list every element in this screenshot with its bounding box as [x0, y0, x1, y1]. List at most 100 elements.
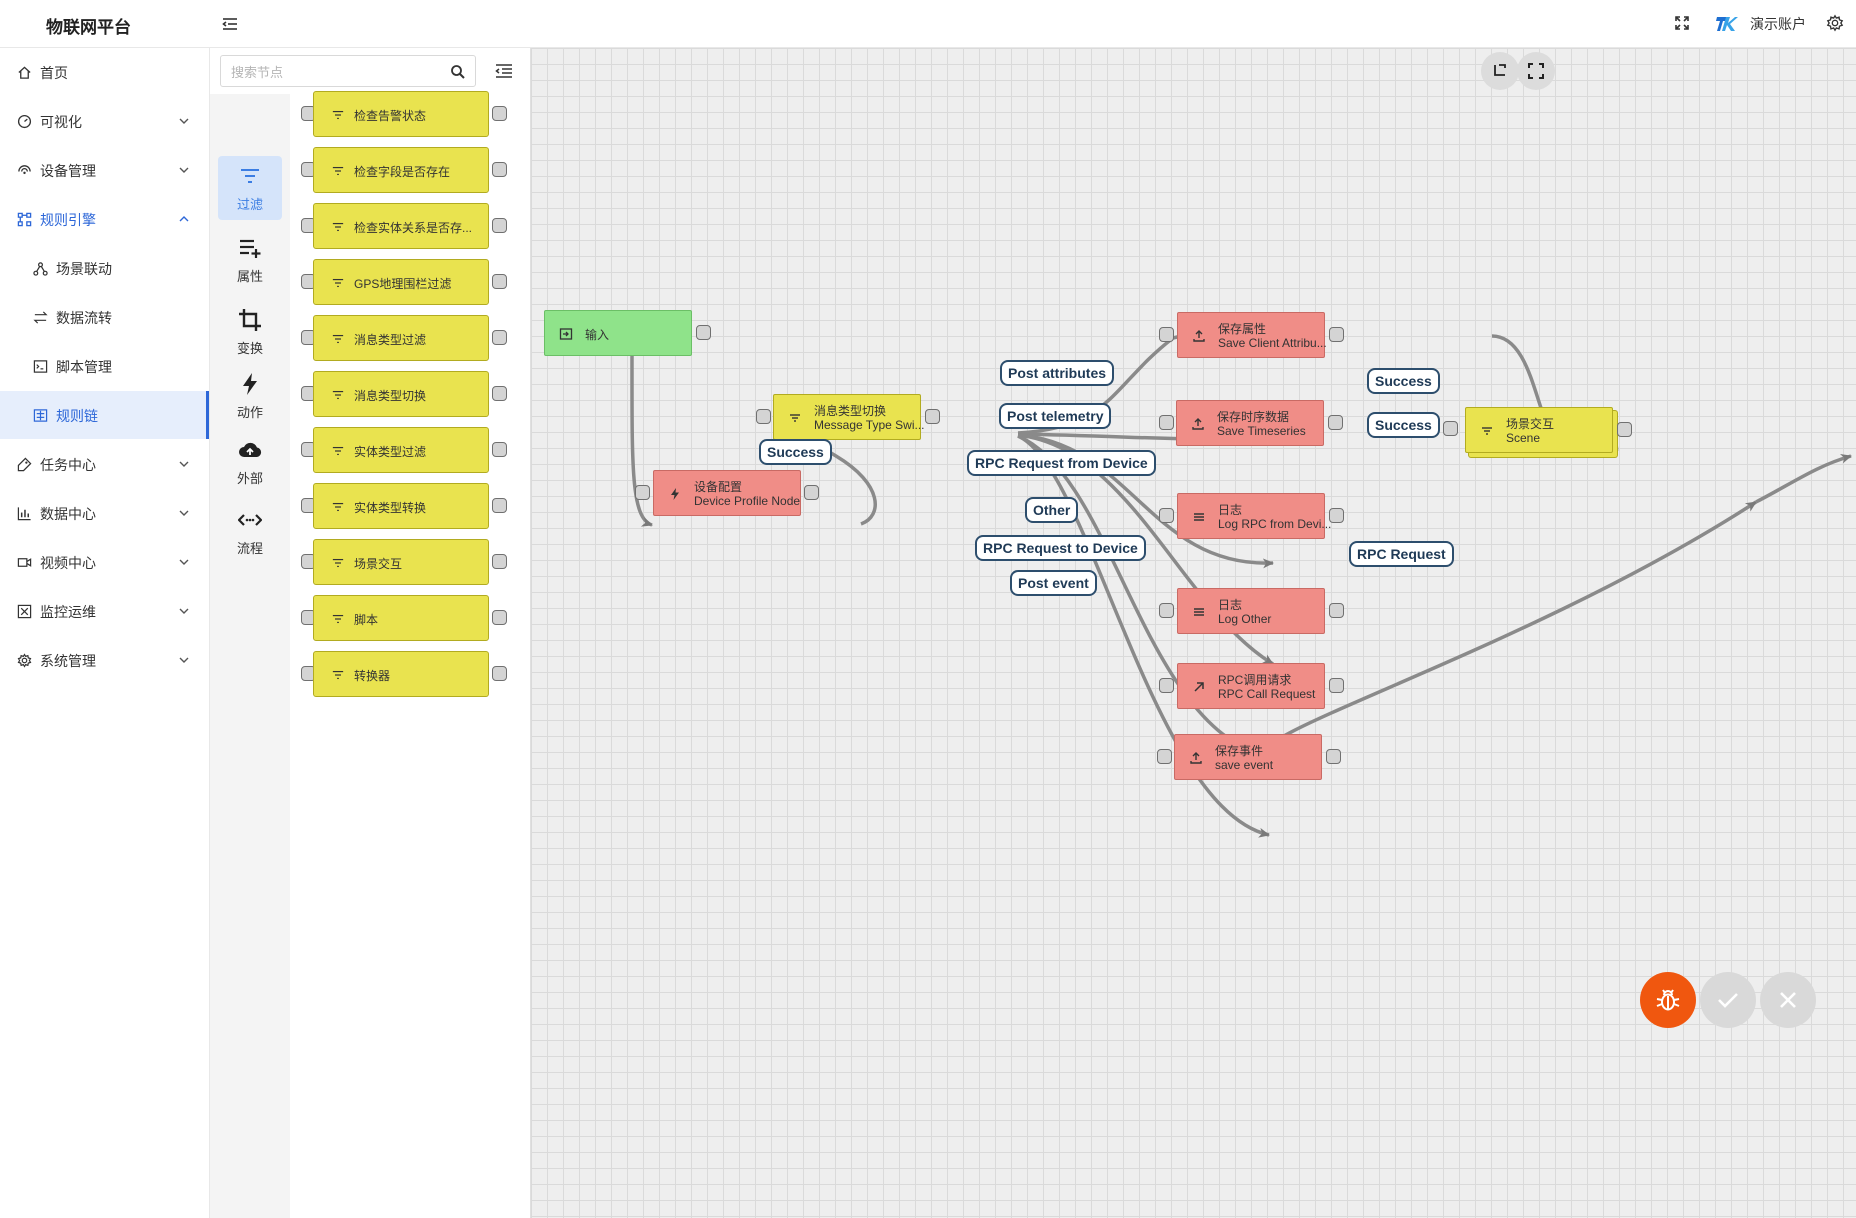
node-save-attributes[interactable]: 保存属性 Save Client Attribu...	[1177, 312, 1327, 358]
node-rpc-call-request[interactable]: RPC调用请求 RPC Call Request	[1177, 663, 1325, 709]
palette-node[interactable]: 场景交互	[313, 539, 489, 585]
chevron-down-icon	[179, 510, 189, 516]
palette-node-output-port	[492, 498, 507, 513]
filter-icon	[790, 414, 800, 422]
collapse-palette-icon[interactable]	[493, 60, 515, 82]
sidebar-item-visualization[interactable]: 可视化	[0, 97, 209, 145]
palette-node[interactable]: 消息类型切换	[313, 371, 489, 417]
node-scene[interactable]: 场景交互 Scene	[1465, 407, 1613, 453]
edge-label-success[interactable]: Success	[759, 439, 832, 465]
rule-chain-canvas[interactable]: 输入 设备配置 Device Profile Node 消息类型切换 Messa…	[531, 48, 1856, 1218]
input-port[interactable]	[635, 485, 650, 500]
category-action[interactable]: 动作	[218, 364, 282, 428]
input-port[interactable]	[1159, 678, 1174, 693]
output-port[interactable]	[1328, 415, 1343, 430]
filter-icon	[332, 502, 344, 512]
gear-icon[interactable]	[1826, 14, 1846, 34]
output-port[interactable]	[1329, 327, 1344, 342]
sidebar-item-data-center[interactable]: 数据中心	[0, 489, 209, 537]
top-header: 物联网平台 演示账户	[0, 0, 1856, 48]
category-external[interactable]: 外部	[218, 430, 282, 494]
node-message-type-switch[interactable]: 消息类型切换 Message Type Swi...	[773, 394, 925, 440]
sidebar-item-tasks[interactable]: 任务中心	[0, 440, 209, 488]
sidebar-item-script[interactable]: 脚本管理	[0, 342, 209, 390]
output-port[interactable]	[1329, 508, 1344, 523]
category-attribute[interactable]: 属性	[218, 228, 282, 292]
chevron-down-icon	[179, 118, 189, 124]
input-port[interactable]	[1157, 749, 1172, 764]
output-port[interactable]	[804, 485, 819, 500]
palette-node-label: 脚本	[354, 613, 379, 627]
output-port[interactable]	[1329, 603, 1344, 618]
edge-input-to-profile	[630, 355, 653, 527]
edge-label-success[interactable]: Success	[1367, 412, 1440, 438]
filter-icon	[332, 278, 344, 288]
canvas-undo-button[interactable]	[1481, 52, 1519, 90]
node-save-timeseries[interactable]: 保存时序数据 Save Timeseries	[1176, 400, 1324, 446]
action-icon	[243, 373, 257, 395]
edge-label-other[interactable]: Other	[1025, 497, 1079, 523]
node-device-profile[interactable]: 设备配置 Device Profile Node	[653, 470, 801, 516]
edge-label-rpc-request[interactable]: RPC Request	[1349, 541, 1454, 567]
sidebar-item-scene-linkage[interactable]: 场景联动	[0, 244, 209, 292]
settings-icon	[17, 653, 32, 668]
output-port[interactable]	[1326, 749, 1341, 764]
palette-node[interactable]: 消息类型过滤	[313, 315, 489, 361]
category-transform[interactable]: 变换	[218, 300, 282, 364]
category-flow[interactable]: 流程	[218, 500, 282, 564]
node-save-event[interactable]: 保存事件 save event	[1174, 734, 1322, 780]
output-port[interactable]	[1617, 422, 1632, 437]
palette-node[interactable]: 转换器	[313, 651, 489, 697]
search-icon[interactable]	[450, 64, 466, 80]
edge-label-success[interactable]: Success	[1367, 368, 1440, 394]
input-port[interactable]	[1443, 421, 1458, 436]
palette-node[interactable]: 检查字段是否存在	[313, 147, 489, 193]
rule-chain-icon	[33, 409, 48, 422]
palette-node[interactable]: 实体类型转换	[313, 483, 489, 529]
sidebar-item-system[interactable]: 系统管理	[0, 636, 209, 684]
palette-node[interactable]: 实体类型过滤	[313, 427, 489, 473]
account-name[interactable]: 演示账户	[1750, 16, 1806, 32]
palette-node[interactable]: GPS地理围栏过滤	[313, 259, 489, 305]
palette-node-output-port	[492, 554, 507, 569]
node-search-box	[220, 55, 476, 87]
sidebar-item-devices[interactable]: 设备管理	[0, 146, 209, 194]
fullscreen-icon[interactable]	[1672, 13, 1692, 33]
input-port[interactable]	[1159, 508, 1174, 523]
edge-label-rpc-from-device[interactable]: RPC Request from Device	[967, 450, 1156, 476]
edge-label-post-attributes[interactable]: Post attributes	[1000, 360, 1115, 386]
edge-label-post-telemetry[interactable]: Post telemetry	[999, 403, 1112, 429]
debug-button[interactable]	[1640, 972, 1696, 1028]
palette-node[interactable]: 脚本	[313, 595, 489, 641]
filter-icon	[332, 614, 344, 624]
menu-fold-icon[interactable]	[220, 14, 240, 34]
sidebar-item-rule-chain[interactable]: 规则链	[0, 391, 209, 439]
input-port[interactable]	[1159, 603, 1174, 618]
input-port[interactable]	[1159, 327, 1174, 342]
edge-label-rpc-to-device[interactable]: RPC Request to Device	[975, 535, 1146, 561]
input-port[interactable]	[756, 409, 771, 424]
node-log-other[interactable]: 日志 Log Other	[1177, 588, 1325, 634]
node-subtitle: Log RPC from Devi...	[1218, 517, 1332, 531]
output-port[interactable]	[925, 409, 940, 424]
sidebar-item-data-flow[interactable]: 数据流转	[0, 293, 209, 341]
node-input[interactable]: 输入	[544, 310, 692, 356]
output-port[interactable]	[1329, 678, 1344, 693]
apply-button[interactable]	[1700, 972, 1756, 1028]
canvas-fullscreen-button[interactable]	[1517, 52, 1555, 90]
palette-node[interactable]: 检查告警状态	[313, 91, 489, 137]
sidebar-item-video[interactable]: 视频中心	[0, 538, 209, 586]
sidebar-item-monitoring[interactable]: 监控运维	[0, 587, 209, 635]
input-port[interactable]	[1159, 415, 1174, 430]
sidebar-item-rule-engine[interactable]: 规则引擎	[0, 195, 209, 243]
cancel-button[interactable]	[1760, 972, 1816, 1028]
node-log-rpc[interactable]: 日志 Log RPC from Devi...	[1177, 493, 1331, 539]
palette-node[interactable]: 检查实体关系是否存...	[313, 203, 489, 249]
log-icon	[1194, 513, 1204, 521]
sidebar-item-home[interactable]: 首页	[0, 48, 209, 96]
category-filter[interactable]: 过滤	[218, 156, 282, 220]
output-port[interactable]	[696, 325, 711, 340]
node-search-input[interactable]	[231, 62, 431, 82]
edge-label-post-event[interactable]: Post event	[1010, 570, 1097, 596]
